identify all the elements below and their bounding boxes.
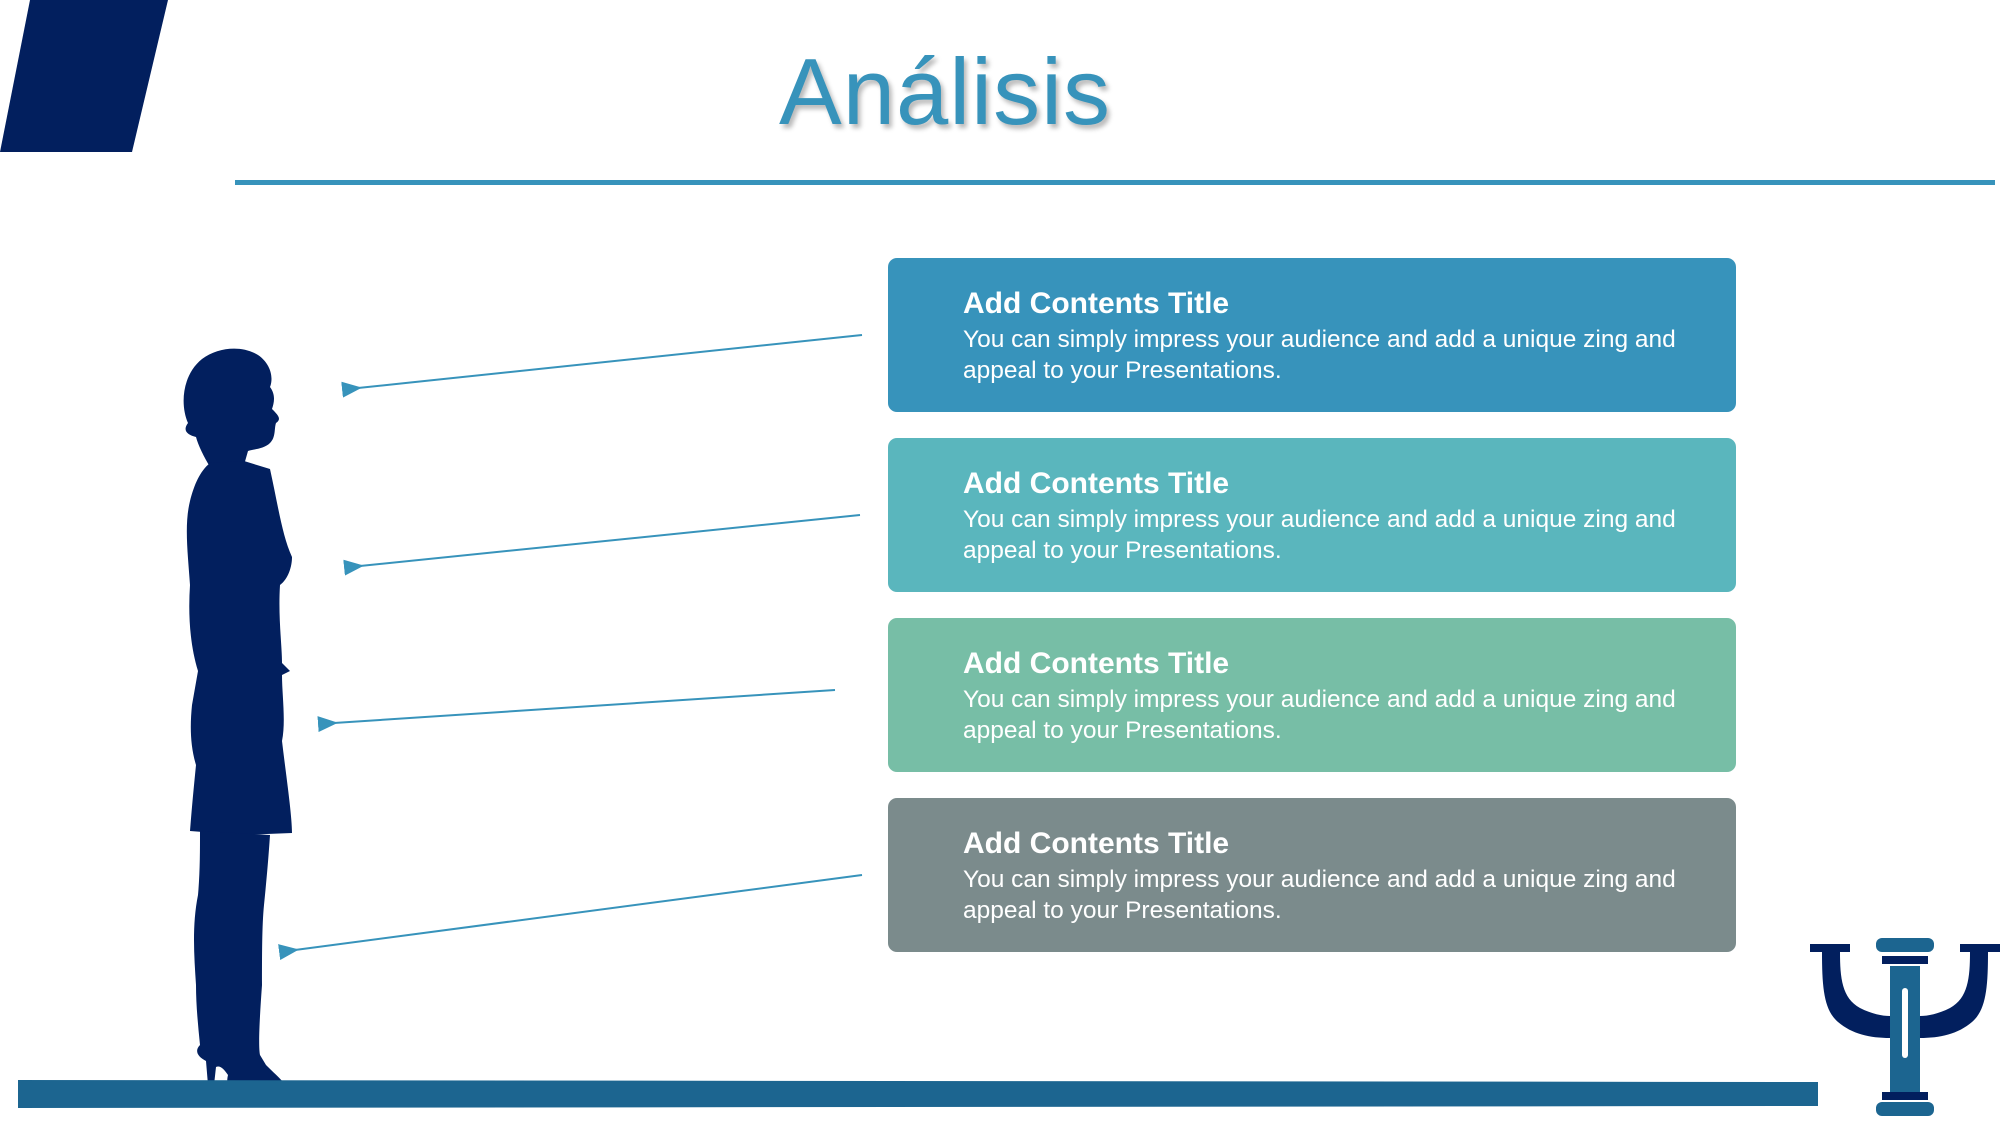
content-box-2: Add Contents Title You can simply impres…	[888, 438, 1736, 592]
content-box-3: Add Contents Title You can simply impres…	[888, 618, 1736, 772]
content-box-4: Add Contents Title You can simply impres…	[888, 798, 1736, 952]
content-box-title: Add Contents Title	[963, 827, 1230, 860]
content-box-text: You can simply impress your audience and…	[963, 866, 1676, 924]
arrow-2	[343, 514, 861, 576]
woman-silhouette-icon	[183, 348, 292, 1093]
content-box-text: You can simply impress your audience and…	[963, 326, 1676, 384]
content-box-title: Add Contents Title	[963, 467, 1230, 500]
psi-logo-icon	[1810, 938, 2000, 1116]
content-box-1: Add Contents Title You can simply impres…	[888, 258, 1736, 412]
page-title: Análisis	[779, 39, 1111, 144]
content-box-title: Add Contents Title	[963, 287, 1230, 320]
title-divider	[235, 180, 1995, 185]
content-box-title: Add Contents Title	[963, 647, 1230, 680]
content-box-text: You can simply impress your audience and…	[963, 686, 1676, 744]
content-box-text: You can simply impress your audience and…	[963, 506, 1676, 564]
arrow-1	[341, 334, 863, 398]
corner-decoration	[0, 0, 168, 152]
arrow-4	[278, 874, 863, 961]
arrow-3	[317, 689, 836, 733]
